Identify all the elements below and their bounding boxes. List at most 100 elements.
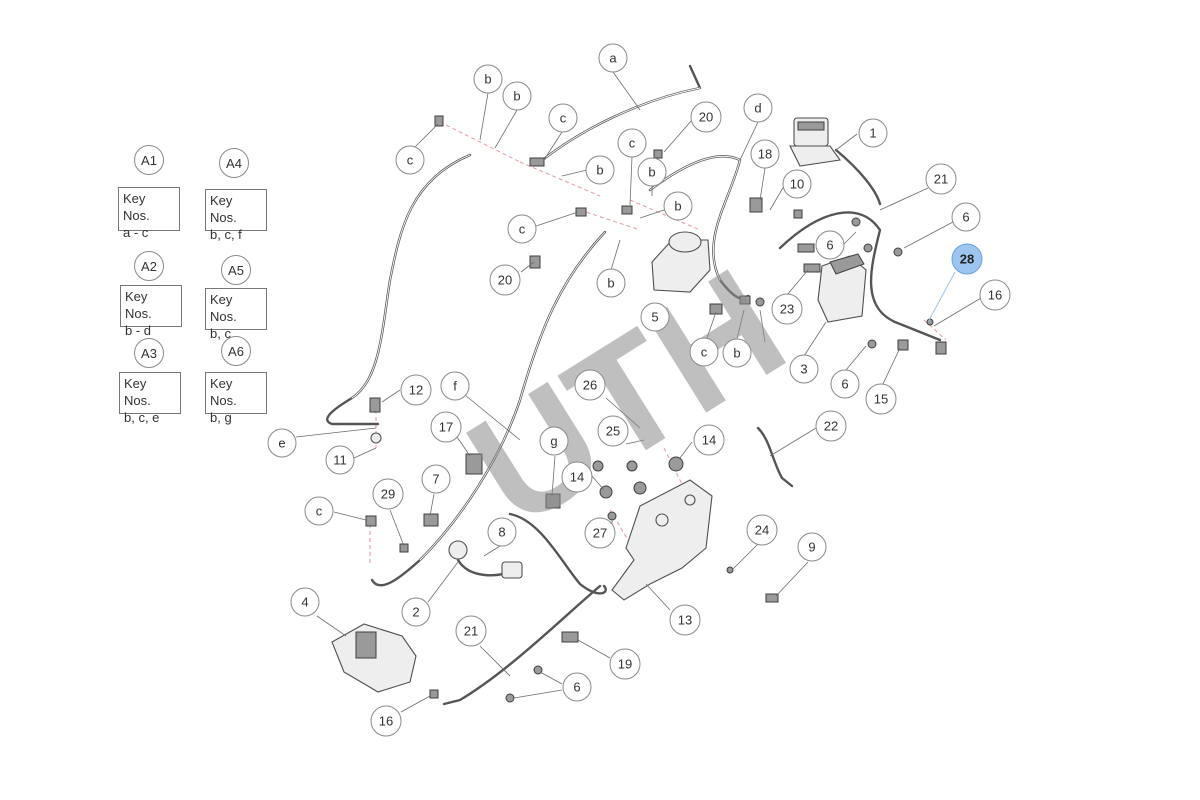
- brake-hose-22: [756, 426, 794, 488]
- callout[interactable]: 29: [372, 478, 404, 510]
- key-group-keys: b, c, e: [124, 410, 160, 425]
- callout-label: c: [407, 153, 414, 168]
- key-group-a4-circle: A4: [219, 148, 249, 178]
- callout-label: b: [484, 72, 491, 87]
- callout-label: a: [609, 51, 617, 66]
- callout-label: b: [674, 199, 681, 214]
- callout[interactable]: c: [617, 128, 647, 158]
- key-group-a1-circle: A1: [134, 145, 164, 175]
- callout[interactable]: 20: [690, 101, 722, 133]
- callout[interactable]: 3: [789, 354, 819, 384]
- callout[interactable]: a: [598, 43, 628, 73]
- callout[interactable]: g: [539, 426, 569, 456]
- key-group-a4-box: Key Nos. b, c, f: [205, 189, 267, 242]
- callout[interactable]: 15: [865, 383, 897, 415]
- callout[interactable]: 14: [561, 461, 593, 493]
- callout[interactable]: c: [507, 214, 537, 244]
- callout-label: 22: [824, 419, 838, 434]
- callout[interactable]: b: [663, 191, 693, 221]
- callout[interactable]: 18: [750, 139, 780, 169]
- callout-label: b: [596, 163, 603, 178]
- callout-label: 21: [464, 624, 478, 639]
- callout[interactable]: c: [689, 337, 719, 367]
- rear-caliper-4: [331, 623, 417, 693]
- callout[interactable]: 11: [325, 445, 355, 475]
- callout[interactable]: 17: [430, 411, 462, 443]
- callout[interactable]: 8: [487, 517, 517, 547]
- callout[interactable]: 22: [815, 410, 847, 442]
- callout[interactable]: 9: [797, 532, 827, 562]
- key-group-a5-circle: A5: [221, 255, 251, 285]
- key-group-a2-circle: A2: [134, 251, 164, 281]
- callout[interactable]: b: [473, 64, 503, 94]
- callout[interactable]: 19: [609, 648, 641, 680]
- brake-pipe-g: [508, 512, 607, 595]
- key-group-a2-box: Key Nos. b - d: [120, 285, 182, 338]
- callout-label: 2: [412, 605, 419, 620]
- callout[interactable]: 1: [858, 118, 888, 148]
- callout[interactable]: 23: [771, 293, 803, 325]
- key-group-a3-circle: A3: [134, 338, 164, 368]
- callout[interactable]: 5: [640, 302, 670, 332]
- callout-label: c: [629, 136, 636, 151]
- callout[interactable]: b: [637, 157, 667, 187]
- guide-line: [923, 319, 947, 341]
- key-group-keys: b, c: [210, 326, 231, 341]
- callout-label: 6: [962, 210, 969, 225]
- key-group-title: Key Nos.: [124, 376, 151, 408]
- callout-label: 20: [498, 273, 512, 288]
- callout[interactable]: b: [722, 338, 752, 368]
- callout[interactable]: 6: [562, 672, 592, 702]
- callout-label: 25: [606, 424, 620, 439]
- callout[interactable]: 6: [951, 202, 981, 232]
- callout-label: 14: [702, 433, 716, 448]
- callout[interactable]: 25: [597, 415, 629, 447]
- callout[interactable]: 26: [574, 369, 606, 401]
- callout-label: 24: [755, 523, 769, 538]
- brake-hose-21-rear: [442, 584, 602, 706]
- callout[interactable]: 20: [489, 264, 521, 296]
- callout[interactable]: 6: [815, 230, 845, 260]
- callout[interactable]: 21: [925, 163, 957, 195]
- callout[interactable]: e: [267, 428, 297, 458]
- callout[interactable]: f: [440, 371, 470, 401]
- callout[interactable]: 6: [830, 369, 860, 399]
- callout[interactable]: 12: [400, 374, 432, 406]
- callout-label: g: [550, 434, 557, 449]
- callout[interactable]: b: [585, 155, 615, 185]
- callout-label: 16: [988, 288, 1002, 303]
- callout[interactable]: 7: [421, 464, 451, 494]
- callout-label: 17: [439, 420, 453, 435]
- callout[interactable]: 2: [401, 597, 431, 627]
- callout[interactable]: 21: [455, 615, 487, 647]
- key-group-title: Key Nos.: [123, 191, 150, 223]
- callout-highlighted[interactable]: 28: [951, 243, 983, 275]
- callout[interactable]: b: [502, 81, 532, 111]
- callout-label: 9: [808, 540, 815, 555]
- callout[interactable]: 16: [979, 279, 1011, 311]
- callout-labels: a b b c c b c b 20 d 18 10 1 21 6 6 28 1…: [267, 43, 1011, 737]
- rear-master-cylinder-3: [817, 253, 867, 323]
- callout[interactable]: c: [395, 145, 425, 175]
- callout-label: 15: [874, 392, 888, 407]
- callout-label: c: [560, 111, 567, 126]
- callout[interactable]: 13: [669, 604, 701, 636]
- components: [331, 115, 947, 703]
- callout[interactable]: 24: [746, 514, 778, 546]
- callout[interactable]: c: [304, 496, 334, 526]
- callout[interactable]: 4: [290, 587, 320, 617]
- callout-label: 28: [960, 252, 974, 267]
- callout[interactable]: 27: [584, 517, 616, 549]
- callout[interactable]: 10: [782, 169, 812, 199]
- callout-label: 14: [570, 470, 584, 485]
- callout[interactable]: 16: [370, 705, 402, 737]
- abs-modulator: [651, 231, 711, 293]
- key-group-title: Key Nos.: [125, 289, 152, 321]
- callout[interactable]: b: [596, 268, 626, 298]
- callout[interactable]: d: [743, 93, 773, 123]
- callout[interactable]: 14: [693, 424, 725, 456]
- key-group-keys: b - d: [125, 323, 152, 338]
- key-group-a6-box: Key Nos. b, g: [205, 372, 267, 425]
- callout[interactable]: c: [548, 103, 578, 133]
